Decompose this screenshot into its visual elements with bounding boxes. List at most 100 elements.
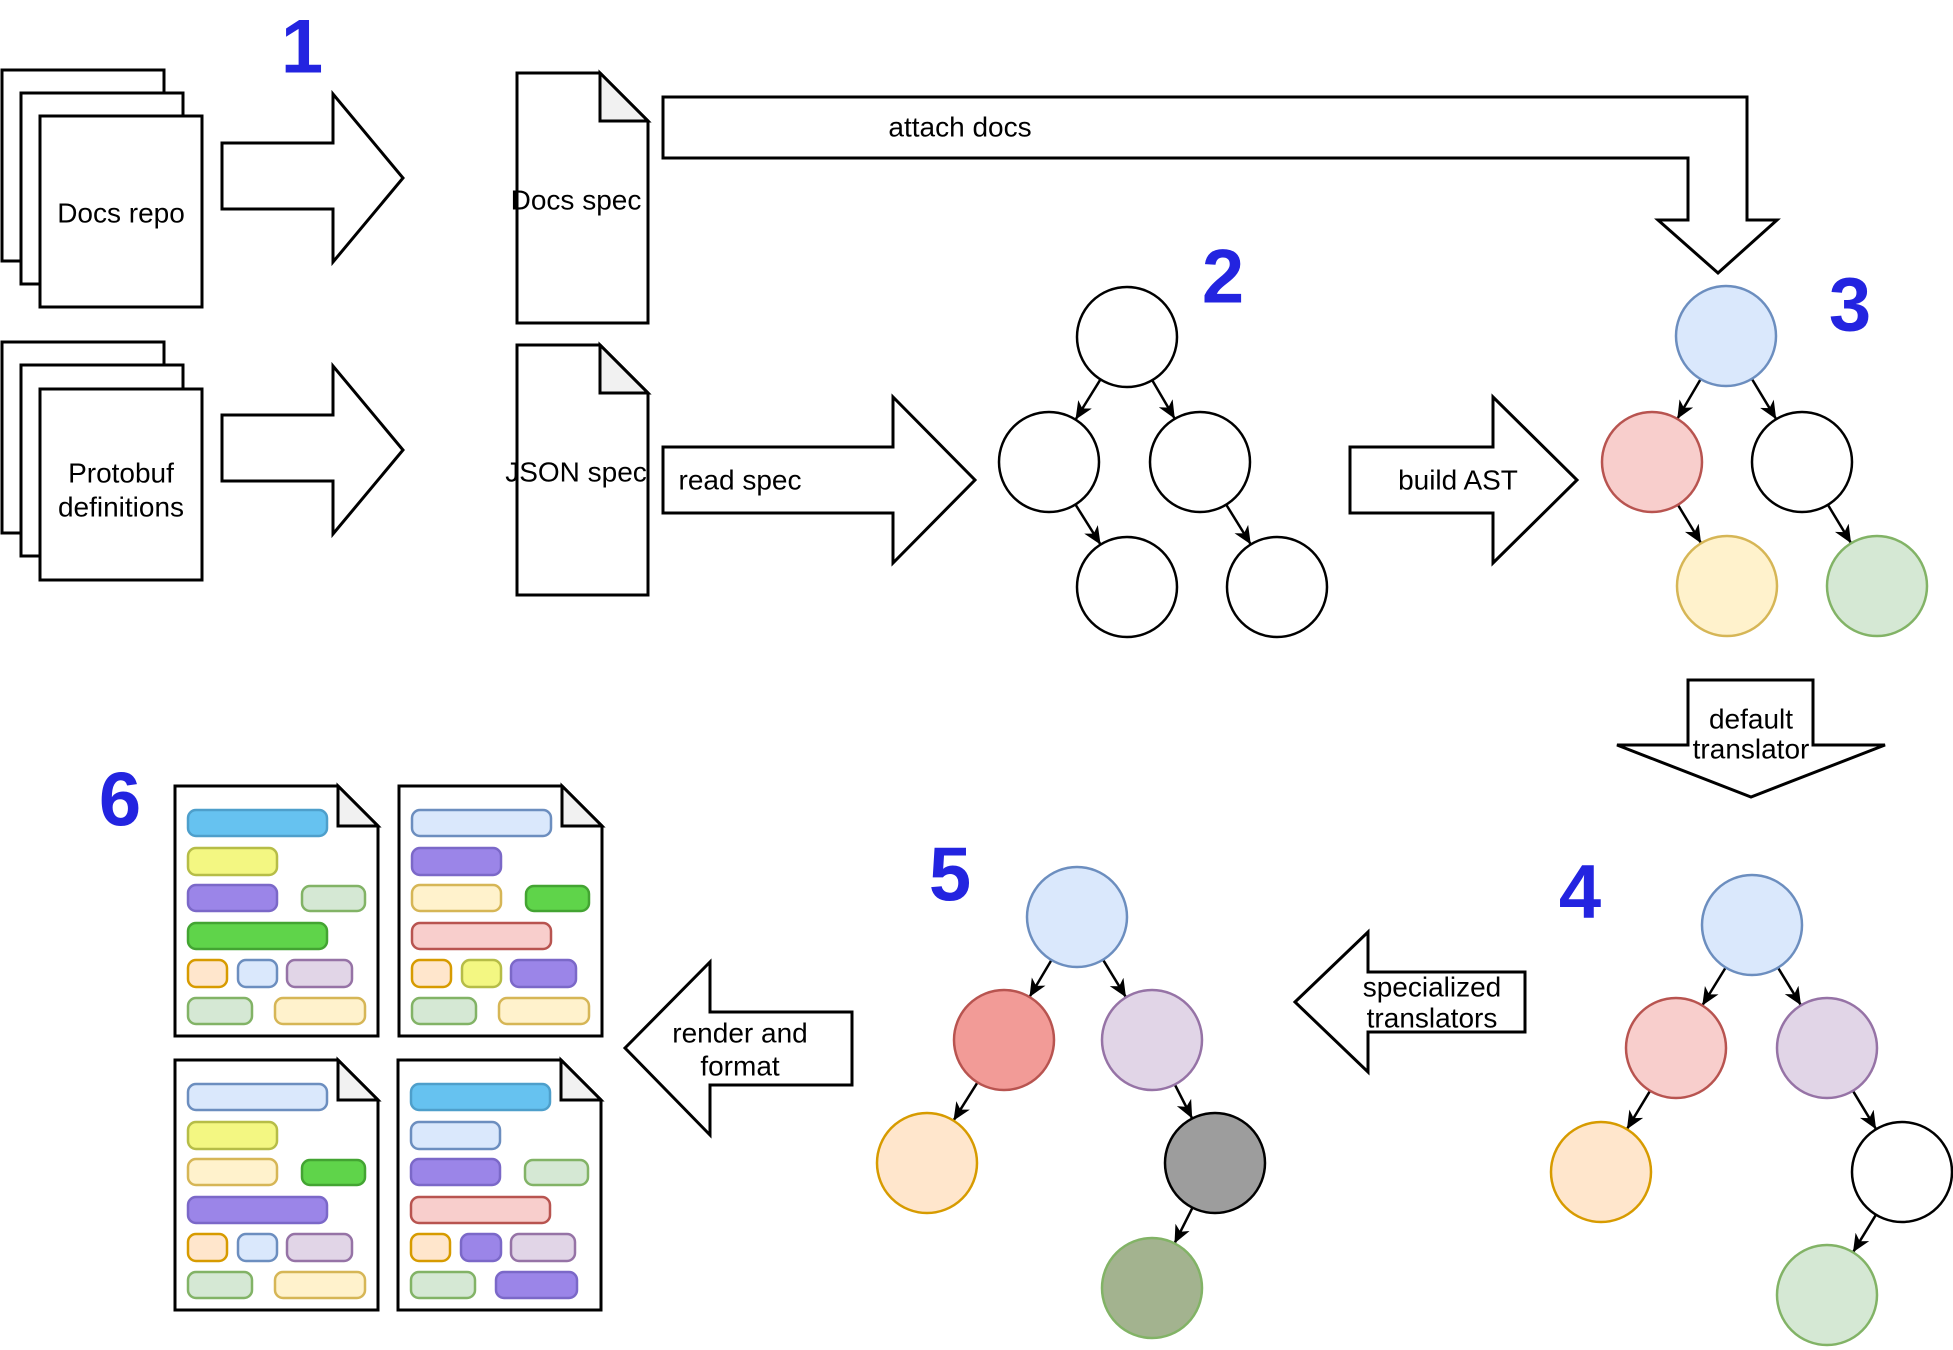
doc1-block — [285, 958, 354, 989]
step4-default-translated-tree — [1549, 873, 1953, 1347]
doc3-block — [285, 1232, 354, 1263]
step2-edge-root-left — [1074, 378, 1102, 421]
doc4-block — [494, 1270, 579, 1300]
step5-node-left — [952, 988, 1056, 1092]
step5-edge-right-child — [1173, 1083, 1194, 1120]
docs-repo-stack: Docs repo — [0, 68, 204, 309]
specialized-translators-label-line2: translators — [1367, 1003, 1498, 1034]
build-ast-arrow-shape — [1348, 393, 1580, 567]
default-translator-label-line2: translator — [1693, 734, 1810, 765]
default-translator-arrow-shape — [1616, 678, 1886, 799]
doc3-block — [186, 1270, 254, 1300]
doc4-block — [409, 1195, 552, 1225]
step5-specialized-translated-tree — [875, 865, 1267, 1340]
doc4-block — [409, 1232, 452, 1263]
default-translator-label-line1: default — [1709, 704, 1793, 735]
step5-edge-right-grandchild — [1173, 1207, 1194, 1244]
step2-edge-left-child — [1074, 503, 1102, 546]
step5-node-right — [1100, 988, 1204, 1092]
step3-edge-left-child — [1676, 504, 1703, 544]
doc3-block — [273, 1270, 367, 1300]
json-spec-fold-corner-icon — [598, 341, 652, 395]
step5-node-right-child — [1163, 1111, 1267, 1215]
step2-node-right — [1148, 410, 1252, 514]
rendered-doc-1-fold-corner-icon — [336, 782, 382, 828]
docs-spec-label: Docs spec — [511, 185, 642, 216]
doc4-block — [523, 1158, 590, 1187]
step3-edge-root-left — [1676, 378, 1702, 420]
protobuf-label-line1: Protobuf — [68, 458, 174, 489]
step4-node-root — [1700, 873, 1804, 977]
json-spec-document: JSON spec — [505, 341, 652, 597]
doc2-block — [410, 921, 553, 951]
doc3-block — [186, 1120, 279, 1151]
step2-edge-root-right — [1151, 379, 1176, 420]
step-number-1: 1 — [281, 5, 323, 90]
default-translator-arrow: default translator — [1616, 678, 1886, 799]
attach-docs-arrow-shape — [661, 95, 1781, 276]
rendered-doc-2-fold-corner-icon — [560, 782, 606, 828]
docs-repo-label: Docs repo — [57, 198, 185, 229]
read-spec-arrow: read spec — [661, 393, 978, 567]
doc1-block — [186, 846, 279, 877]
doc2-block — [524, 884, 591, 913]
specialized-translators-arrow: specialized translators — [1292, 928, 1527, 1076]
doc1-block — [186, 808, 329, 838]
step2-node-root — [1075, 285, 1179, 389]
build-ast-arrow: build AST — [1348, 393, 1580, 567]
step2-node-left-child — [1075, 535, 1179, 639]
step4-edge-root-right — [1776, 967, 1803, 1006]
step4-node-left — [1624, 996, 1728, 1100]
doc1-block — [186, 921, 329, 951]
step5-edge-left-child — [952, 1081, 979, 1122]
docs-spec-outline — [515, 71, 650, 325]
step3-edge-root-right — [1750, 378, 1778, 420]
step5-node-right-grandchild — [1100, 1236, 1204, 1340]
step2-spec-tree — [997, 285, 1329, 639]
step3-node-left-child — [1675, 534, 1779, 638]
doc3-block — [186, 1082, 329, 1112]
docs-spec-fold-corner-icon — [598, 69, 652, 123]
step-number-4: 4 — [1559, 850, 1601, 935]
doc3-block — [186, 1195, 329, 1225]
doc2-block — [410, 808, 553, 838]
step-number-2: 2 — [1202, 235, 1244, 320]
doc3-block — [186, 1232, 229, 1263]
doc3-block — [300, 1158, 367, 1187]
step2-edge-right-child — [1225, 503, 1252, 546]
step4-node-right-grandchild — [1775, 1243, 1879, 1347]
arrow-docs-repo-to-docs-spec — [220, 89, 405, 267]
protobuf-stack: Protobuf definitions — [0, 340, 204, 582]
docs-repo-card-front — [38, 114, 204, 309]
step2-node-right-child — [1225, 535, 1329, 639]
rendered-doc-4-fold-corner-icon — [559, 1056, 605, 1102]
rendered-doc-3-fold-corner-icon — [336, 1056, 382, 1102]
step3-ast-tree — [1600, 284, 1929, 638]
rendered-doc-4 — [396, 1056, 605, 1312]
doc3-block — [236, 1232, 279, 1263]
render-format-arrow: render and format — [622, 958, 854, 1139]
doc1-block — [300, 884, 367, 913]
doc2-block — [509, 958, 578, 989]
step4-edge-left-child — [1625, 1090, 1652, 1130]
step5-node-root — [1025, 865, 1129, 969]
step4-node-left-child — [1549, 1120, 1653, 1224]
attach-docs-arrow: attach docs — [661, 95, 1781, 276]
doc4-block — [409, 1157, 502, 1187]
step4-edge-right-grandchild — [1851, 1214, 1878, 1253]
doc2-block — [410, 883, 503, 913]
arrow-protobuf-to-json-spec — [220, 361, 405, 539]
step3-node-left — [1600, 410, 1704, 514]
step4-edge-right-child — [1851, 1090, 1878, 1130]
step-number-6: 6 — [99, 758, 141, 843]
doc4-block — [409, 1270, 477, 1300]
doc1-block — [186, 996, 254, 1026]
step4-node-right-child — [1850, 1120, 1953, 1224]
doc2-block — [497, 996, 591, 1026]
doc1-block — [186, 958, 229, 989]
protobuf-card-front — [38, 387, 204, 582]
attach-docs-label: attach docs — [888, 112, 1031, 143]
step-number-5: 5 — [929, 833, 971, 918]
json-spec-label: JSON spec — [505, 457, 647, 488]
doc3-block — [186, 1157, 279, 1187]
